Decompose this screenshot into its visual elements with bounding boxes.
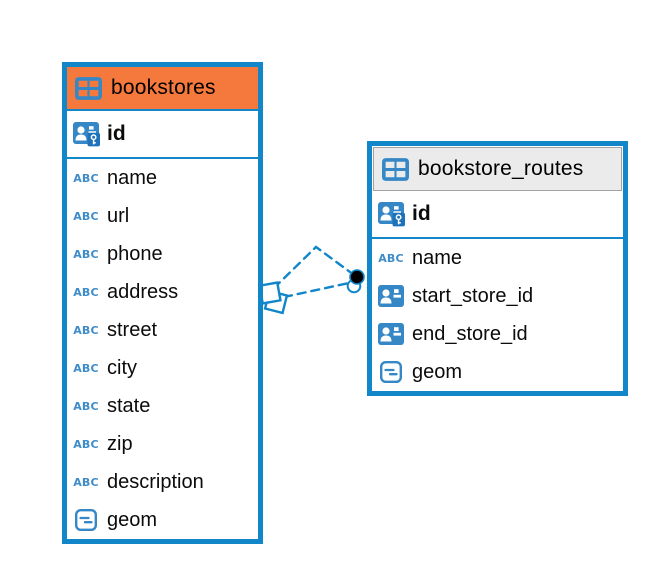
primary-key-icon xyxy=(71,121,101,147)
column-row-phone[interactable]: ABC phone xyxy=(67,235,258,273)
relationship-line-1[interactable] xyxy=(272,245,352,290)
text-icon: ABC xyxy=(73,209,99,223)
column-name: id xyxy=(412,202,431,225)
text-icon: ABC xyxy=(73,171,99,185)
section-divider xyxy=(372,237,623,239)
geometry-icon xyxy=(71,509,101,531)
column-row-street[interactable]: ABC street xyxy=(67,311,258,349)
text-icon: ABC xyxy=(73,361,99,375)
geometry-icon xyxy=(376,361,406,383)
relationship-end-marker-dot[interactable] xyxy=(346,269,365,294)
text-icon: ABC xyxy=(73,437,99,451)
table-title: bookstores xyxy=(111,76,216,99)
table-bookstores-header[interactable]: bookstores xyxy=(67,67,258,111)
column-row-state[interactable]: ABC state xyxy=(67,387,258,425)
table-bookstore-routes-header[interactable]: bookstore_routes xyxy=(373,147,622,191)
column-row-id[interactable]: id xyxy=(67,111,258,157)
relationship-line-2[interactable] xyxy=(282,281,351,299)
section-divider xyxy=(67,157,258,159)
column-name: geom xyxy=(412,360,463,383)
text-icon: ABC xyxy=(378,251,404,265)
primary-key-icon xyxy=(376,201,406,227)
column-name: phone xyxy=(107,242,163,265)
column-row-url[interactable]: ABC url xyxy=(67,197,258,235)
column-name: geom xyxy=(107,508,158,531)
column-name: state xyxy=(107,394,151,417)
column-name: end_store_id xyxy=(412,322,528,345)
column-name: start_store_id xyxy=(412,284,534,307)
column-row-zip[interactable]: ABC zip xyxy=(67,425,258,463)
text-icon: ABC xyxy=(73,323,99,337)
column-name: name xyxy=(412,246,463,269)
text-icon: ABC xyxy=(73,247,99,261)
column-row-address[interactable]: ABC address xyxy=(67,273,258,311)
column-name: address xyxy=(107,280,179,303)
foreign-key-icon xyxy=(376,322,406,346)
column-row-name[interactable]: ABC name xyxy=(67,159,258,197)
column-row-geom[interactable]: geom xyxy=(372,353,623,391)
column-row-end_store_id[interactable]: end_store_id xyxy=(372,315,623,353)
column-name: description xyxy=(107,470,204,493)
column-name: street xyxy=(107,318,158,341)
column-row-description[interactable]: ABC description xyxy=(67,463,258,501)
column-name: id xyxy=(107,122,126,145)
text-icon: ABC xyxy=(73,399,99,413)
column-row-id[interactable]: id xyxy=(372,191,623,237)
column-row-geom[interactable]: geom xyxy=(67,501,258,539)
foreign-key-icon xyxy=(376,284,406,308)
table-icon xyxy=(382,157,409,181)
column-name: zip xyxy=(107,432,133,455)
relationship-end-marker-diamond[interactable] xyxy=(258,281,289,315)
table-icon xyxy=(75,76,102,100)
table-title: bookstore_routes xyxy=(418,157,584,180)
column-name: name xyxy=(107,166,158,189)
column-name: url xyxy=(107,204,130,227)
column-row-city[interactable]: ABC city xyxy=(67,349,258,387)
text-icon: ABC xyxy=(73,285,99,299)
column-row-start_store_id[interactable]: start_store_id xyxy=(372,277,623,315)
column-row-name[interactable]: ABC name xyxy=(372,239,623,277)
column-name: city xyxy=(107,356,137,379)
text-icon: ABC xyxy=(73,475,99,489)
